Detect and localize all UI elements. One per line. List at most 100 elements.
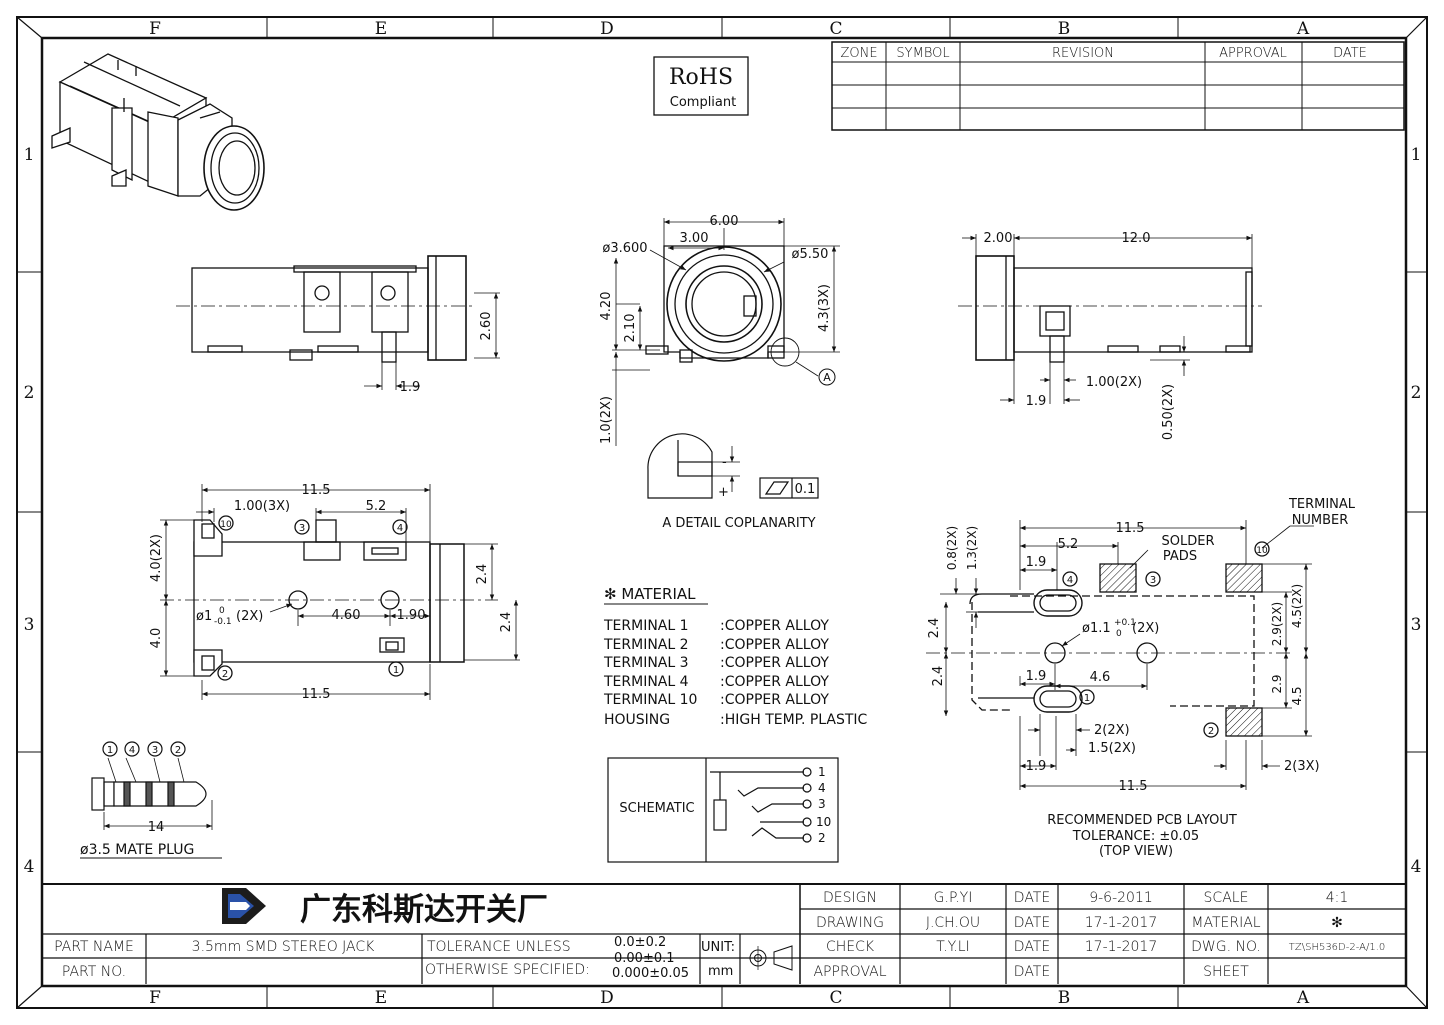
- tb-date-label: DATE: [1014, 890, 1050, 906]
- terminal-number: 3: [1150, 575, 1156, 586]
- front-view: [612, 218, 840, 446]
- tb-date-label: DATE: [1014, 915, 1050, 931]
- dim-label: 4.0(2X): [149, 534, 164, 582]
- zone-col: B: [1058, 19, 1071, 39]
- dim-label: +0.1: [1114, 618, 1136, 628]
- tolerance-value: 0.0±0.2: [614, 935, 666, 950]
- zone-col: A: [1296, 988, 1310, 1008]
- material-row-value: :COPPER ALLOY: [720, 637, 829, 653]
- dim-label: 1.5(2X): [1088, 741, 1136, 756]
- tb-date-label: DATE: [1014, 939, 1050, 955]
- dim-label: 1.90: [397, 608, 426, 623]
- terminal-number: 2: [222, 669, 228, 680]
- terminal-number: 1: [1084, 693, 1090, 704]
- dim-label: 4.5: [1290, 686, 1304, 705]
- terminal-number: 4: [397, 523, 403, 534]
- zone-col: A: [1296, 19, 1310, 39]
- company-name: 广东科斯达开关厂: [300, 892, 548, 928]
- zone-row: 3: [1411, 615, 1422, 635]
- plug-pin: 3: [152, 745, 158, 756]
- rev-header: SYMBOL: [896, 46, 949, 61]
- terminal-number: 10: [220, 520, 232, 530]
- dim-label: ø1.1: [1082, 621, 1111, 636]
- dim-label: 1.9: [1026, 669, 1047, 684]
- material-row-value: :COPPER ALLOY: [720, 674, 829, 690]
- part-name-label: PART NAME: [54, 939, 134, 955]
- dim-label: 1.00(2X): [1086, 375, 1142, 390]
- coplanarity-plus: +: [718, 485, 729, 500]
- plug-length: 14: [148, 820, 165, 835]
- zone-row: 1: [1411, 145, 1422, 165]
- dim-label: 2(3X): [1284, 759, 1320, 774]
- rohs-title: RoHS: [669, 65, 733, 90]
- dim-label: 4.0: [149, 628, 164, 649]
- terminal-number: 10: [1256, 546, 1268, 556]
- dim-label: ø5.50: [792, 247, 829, 262]
- title-block: [42, 883, 1406, 984]
- dim-label: 2.9(2X): [1270, 602, 1284, 646]
- schematic-pin: 1: [818, 765, 826, 779]
- dim-label: 2.10: [623, 314, 638, 343]
- zone-col: E: [375, 988, 387, 1008]
- dim-label: 2.60: [479, 312, 494, 341]
- material-row-name: TERMINAL 1: [603, 618, 689, 634]
- zone-col: D: [600, 19, 614, 39]
- dim-label: 4.6: [1090, 670, 1111, 685]
- tb-value: 4:1: [1326, 890, 1349, 906]
- schematic-pin: 3: [818, 797, 826, 811]
- dim-label: 1.3(2X): [965, 526, 979, 570]
- projection-symbol: [746, 945, 793, 971]
- pcb-layout: [926, 520, 1314, 790]
- zone-col: B: [1058, 988, 1071, 1008]
- dim-label: 2.9: [1270, 674, 1284, 693]
- schematic-pin: 4: [818, 781, 826, 795]
- dim-label: (2X): [1132, 621, 1159, 636]
- dim-label: 1.9: [400, 380, 421, 395]
- dim-label: (2X): [236, 609, 263, 624]
- tb-person: T.Y.LI: [936, 939, 969, 955]
- material-row-value: :COPPER ALLOY: [720, 618, 829, 634]
- dim-label: 2.4: [499, 612, 514, 633]
- side-view-left: [176, 255, 500, 390]
- tb-date-label: DATE: [1014, 964, 1050, 980]
- revision-headers: ZONE SYMBOL REVISION APPROVAL DATE: [840, 46, 1366, 61]
- dim-label: 4.5(2X): [1290, 584, 1304, 628]
- coplanarity-detail: [647, 433, 819, 499]
- dim-label: ø3.600: [602, 241, 647, 256]
- tb-value: TZ\SH536D-2-A/1.0: [1289, 942, 1385, 953]
- dim-label: 2.4: [475, 564, 490, 585]
- plug-pin: 4: [129, 745, 135, 756]
- pcb-caption: RECOMMENDED PCB LAYOUT: [1047, 813, 1237, 828]
- solder-pads-label: PADS: [1163, 549, 1197, 564]
- terminal-number: 3: [299, 523, 305, 534]
- dim-label: 0: [219, 606, 225, 616]
- dim-label: 0.8(2X): [945, 526, 959, 570]
- dim-label: 11.5: [302, 483, 331, 498]
- dim-label: 2.00: [984, 231, 1013, 246]
- schematic-label: SCHEMATIC: [619, 801, 694, 816]
- material-row-value: :HIGH TEMP. PLASTIC: [720, 712, 868, 728]
- dim-label: 1.0(2X): [599, 396, 614, 444]
- dim-label: 1.9: [1026, 759, 1047, 774]
- zone-col: C: [829, 988, 842, 1008]
- coplanarity-caption: A DETAIL COPLANARITY: [662, 516, 815, 531]
- zone-row: 2: [24, 383, 35, 403]
- unit-value: mm: [708, 964, 733, 979]
- dim-label: 5.2: [366, 499, 387, 514]
- zone-row: 1: [24, 145, 35, 165]
- dim-label: 4.3(3X): [817, 284, 832, 332]
- material-row-value: :COPPER ALLOY: [720, 692, 829, 708]
- dim-label: 0.50(2X): [1161, 384, 1176, 440]
- terminal-number: 1: [393, 665, 399, 676]
- tolerance-value: 0.000±0.05: [612, 966, 689, 981]
- zone-col: E: [375, 19, 387, 39]
- tolerance-label: TOLERANCE UNLESS: [427, 939, 571, 955]
- zone-row: 4: [24, 857, 35, 877]
- material-row-name: TERMINAL 10: [603, 692, 697, 708]
- tb-role: APPROVAL: [813, 964, 886, 980]
- dim-label: 1.9: [1026, 394, 1047, 409]
- tb-key: SCALE: [1204, 890, 1249, 906]
- zone-row: 4: [1411, 857, 1422, 877]
- isometric-jack-view: [51, 53, 265, 211]
